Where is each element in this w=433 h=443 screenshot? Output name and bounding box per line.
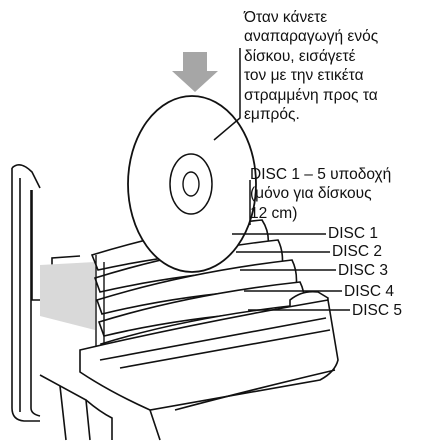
tray-shade <box>40 262 95 330</box>
disc-4-label: DISC 4 <box>344 283 394 300</box>
tray-front <box>39 299 339 441</box>
disc-3-label: DISC 3 <box>338 262 388 279</box>
disc-5-label: DISC 5 <box>352 302 402 319</box>
unit-side-panel <box>11 164 41 422</box>
disc-1-label: DISC 1 <box>328 225 378 242</box>
disc-2-label: DISC 2 <box>332 243 382 260</box>
instruction-leader <box>213 48 241 141</box>
slot-description: DISC 1 – 5 υποδοχή (μόνο για δίσκους 12 … <box>250 166 392 222</box>
label-leaders <box>213 48 350 311</box>
slot-posts <box>95 255 105 358</box>
insert-arrow-icon <box>172 52 218 92</box>
cd-disc <box>127 95 257 273</box>
instruction-text: Όταν κάνετε αναπαραγωγή ενός δίσκου, εισ… <box>244 9 379 124</box>
